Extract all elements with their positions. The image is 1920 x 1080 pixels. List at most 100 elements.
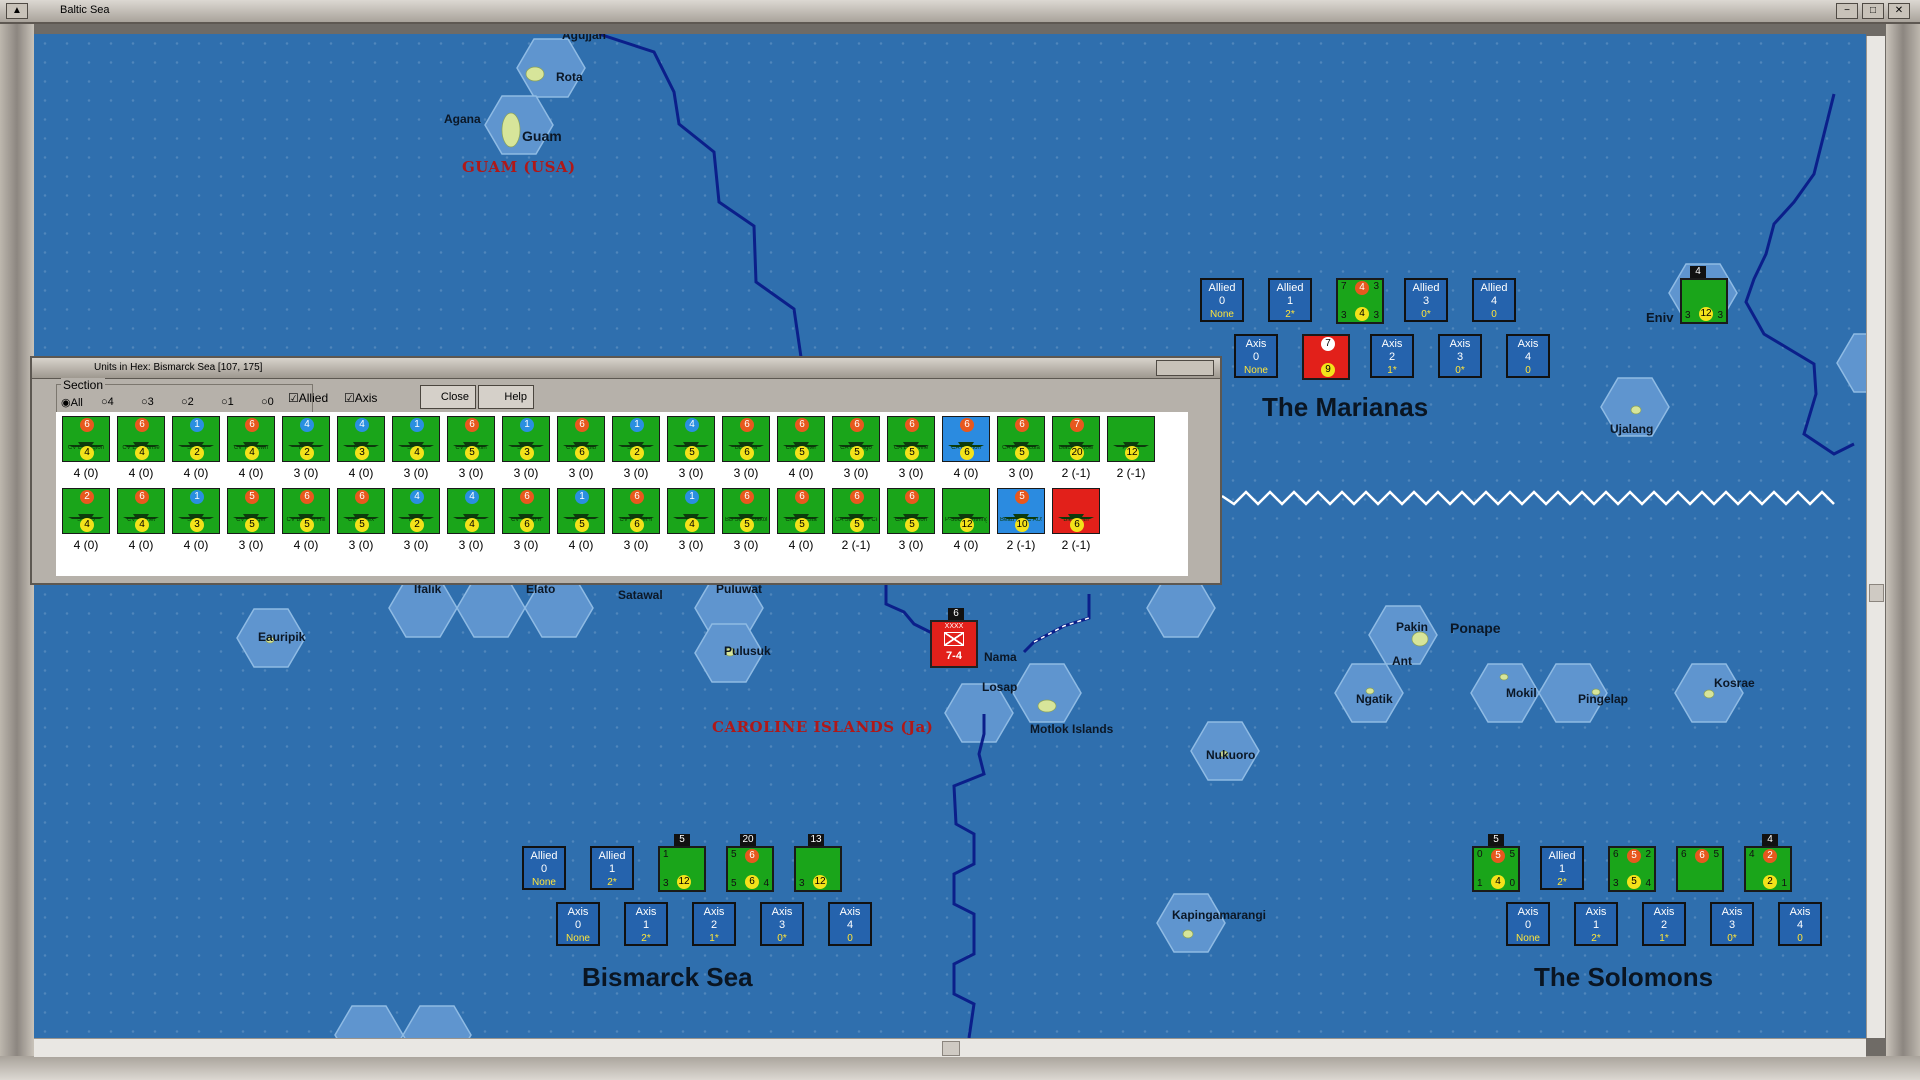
unit-counter[interactable]: 6CV Hornet II6 [612,488,660,534]
unit-counter[interactable]: 6BB Iowa6 [722,416,770,462]
unit-cell[interactable]: 1SBD-423 (0) [610,416,662,484]
unit-cell[interactable]: 4SBD53 (0) [665,416,717,484]
unit-cell[interactable]: 6CV Yorktown44 (0) [225,416,277,484]
unit-counter[interactable]: 6CA London6 [942,416,990,462]
unit-counter[interactable]: 6CA Louisville5 [887,416,935,462]
unit-cell[interactable]: 1SBD-343 (0) [390,416,442,484]
close-button[interactable]: Close [420,385,476,409]
window-menu-button[interactable]: ▲ [6,3,28,19]
unit-counter[interactable]: 6CA Chester5 [777,416,825,462]
unit-cell[interactable]: 6CV Enterprise44 (0) [115,416,167,484]
unit-cell[interactable]: 1SBD-324 (0) [170,416,222,484]
unit-counter[interactable]: 6CA Chicago5 [832,416,880,462]
dialog-close-icon[interactable] [1156,360,1214,376]
radio-1[interactable]: ○1 [221,396,234,408]
unit-cell[interactable]: 4TBF-134 (0) [335,416,387,484]
unit-cell[interactable]: 1SBD-433 (0) [500,416,552,484]
unit-counter[interactable]: 1SBD-34 [392,416,440,462]
unit-counter[interactable]: 4SB2C4 [447,488,495,534]
unit-counter[interactable]: 7 9 [1302,334,1350,380]
close-window-button[interactable]: ✕ [1888,3,1910,19]
unit-counter[interactable]: 6CV Enterprise4 [117,416,165,462]
unit-cell[interactable]: 6CA Houston53 (0) [885,488,937,556]
unit-counter[interactable]: 6CV Yorktown4 [227,416,275,462]
unit-cell[interactable]: 6CV Intrepid63 (0) [555,416,607,484]
unit-cell[interactable]: 5CV Ranger53 (0) [225,488,277,556]
unit-cell[interactable]: 4TBF-123 (0) [280,416,332,484]
unit-counter[interactable]: 6CV Hornet4 [117,488,165,534]
unit-cell[interactable]: 6CA Salt Lake City52 (-1) [830,488,882,556]
maximize-button[interactable]: □ [1862,3,1884,19]
unit-counter[interactable]: 4SBD5 [667,416,715,462]
unit-cell[interactable]: 6CV Essex53 (0) [335,488,387,556]
unit-counter[interactable]: 6BB South Dakota5 [722,488,770,534]
unit-counter[interactable]: 1SBD-32 [172,416,220,462]
vertical-scroll-thumb[interactable] [1869,584,1884,602]
corps-counter[interactable]: XXXX 7-4 [930,620,978,668]
unit-cell[interactable]: 6CA Chester54 (0) [775,416,827,484]
unit-counter[interactable]: 6CV Essex5 [337,488,385,534]
unit-counter[interactable]: 6CV Lexington4 [62,416,110,462]
unit-counter[interactable]: 1F4F-45 [557,488,605,534]
unit-counter[interactable]: 6CA Houston5 [887,488,935,534]
unit-cell[interactable]: 6CV Lexington44 (0) [60,416,112,484]
unit-cell[interactable]: 6CA Augusta54 (0) [775,488,827,556]
unit-cell[interactable]: 4TBF-123 (0) [390,488,442,556]
unit-cell[interactable]: 6CA Louisville53 (0) [885,416,937,484]
unit-counter[interactable]: 6CA Pensacola5 [997,416,1045,462]
unit-counter[interactable]: 6CA Salt Lake City5 [832,488,880,534]
unit-counter[interactable]: 6CV Wasp II6 [502,488,550,534]
unit-counter[interactable]: 4TBF-12 [282,416,330,462]
unit-cell[interactable]: 6CA Pensacola53 (0) [995,416,1047,484]
units-in-hex-dialog[interactable]: Units in Hex: Bismarck Sea [107, 175] Se… [30,356,1222,585]
unit-counter[interactable]: 6CV Intrepid6 [557,416,605,462]
unit-cell[interactable]: 6BB Iowa63 (0) [720,416,772,484]
unit-counter[interactable]: 1SBD-42 [612,416,660,462]
dialog-titlebar[interactable]: Units in Hex: Bismarck Sea [107, 175] [32,358,1220,379]
allied-checkbox[interactable]: ☑Allied [288,391,329,405]
unit-cell[interactable]: 1F4F-454 (0) [555,488,607,556]
horizontal-scrollbar[interactable] [34,1038,1866,1057]
unit-counter[interactable]: 5CV Ranger5 [227,488,275,534]
unit-cell[interactable]: 4SB2C43 (0) [445,488,497,556]
unit-counter[interactable]: P-38G12 [1107,416,1155,462]
axis-checkbox[interactable]: ☑Axis [344,391,378,405]
radio-all[interactable]: ◉All [61,397,83,409]
unit-cell[interactable]: 6BB South Dakota53 (0) [720,488,772,556]
unit-cell[interactable]: 1TBD43 (0) [665,488,717,556]
unit-cell[interactable]: 6CV Hornet44 (0) [115,488,167,556]
